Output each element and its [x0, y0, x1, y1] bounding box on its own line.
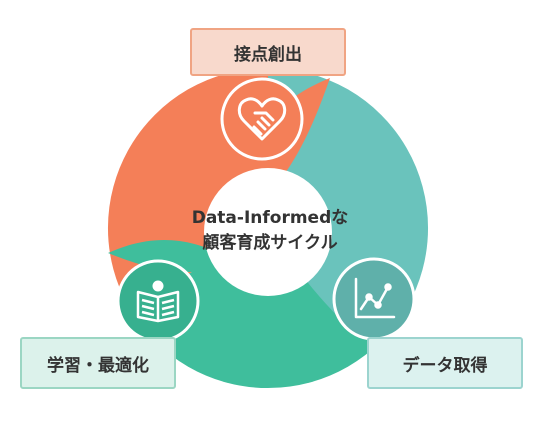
icon-circle-data	[332, 257, 416, 341]
cycle-title-line1: Data-Informedな	[191, 208, 349, 228]
stage-label-contact: 接点創出	[190, 28, 346, 76]
line-chart-icon	[354, 277, 396, 319]
handshake-heart-icon	[237, 97, 287, 141]
swirl-green-lobe	[108, 240, 222, 273]
stage-label-learning: 学習・最適化	[20, 337, 176, 389]
center-hub	[204, 168, 332, 296]
stage-label-data: データ取得	[367, 337, 523, 389]
open-book-reader-icon	[136, 280, 180, 323]
cycle-title: Data-Informedな 顧客育成サイクル	[170, 206, 370, 256]
cycle-title-line2: 顧客育成サイクル	[202, 233, 338, 253]
